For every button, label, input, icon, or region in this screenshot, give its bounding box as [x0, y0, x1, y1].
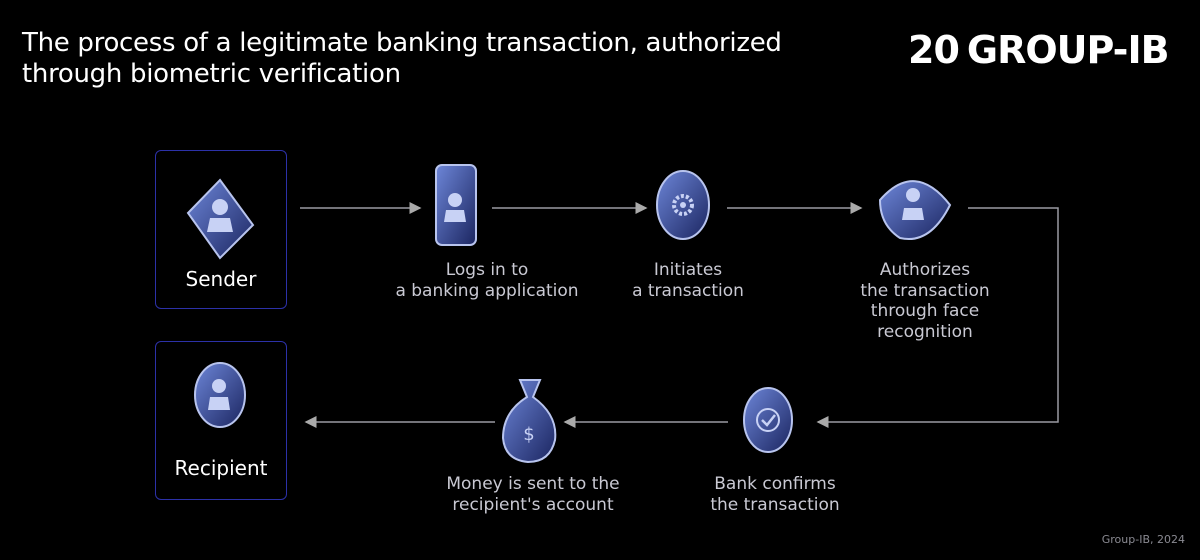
gear-coin-icon [656, 170, 710, 240]
logo-number: 20 [908, 28, 960, 72]
check-coin-icon [743, 387, 793, 453]
recipient-label: Recipient [174, 456, 268, 480]
group-ib-logo: 20 GROUP-IB [908, 28, 1170, 72]
money-bag-icon: $ [501, 379, 557, 464]
phone-icon [435, 164, 477, 246]
sender-label: Sender [185, 267, 257, 291]
arrow-authorize-to-confirm [816, 207, 1059, 428]
sender-id-icon [186, 178, 255, 260]
svg-text:$: $ [523, 424, 534, 445]
face-recognition-icon [878, 180, 952, 240]
sender-box: Sender [155, 150, 287, 309]
recipient-box: Recipient [155, 341, 287, 500]
logo-brand: GROUP-IB [966, 28, 1170, 72]
footer-credit: Group-IB, 2024 [1101, 533, 1185, 546]
recipient-icon [194, 362, 246, 428]
page-title: The process of a legitimate banking tran… [22, 28, 782, 89]
